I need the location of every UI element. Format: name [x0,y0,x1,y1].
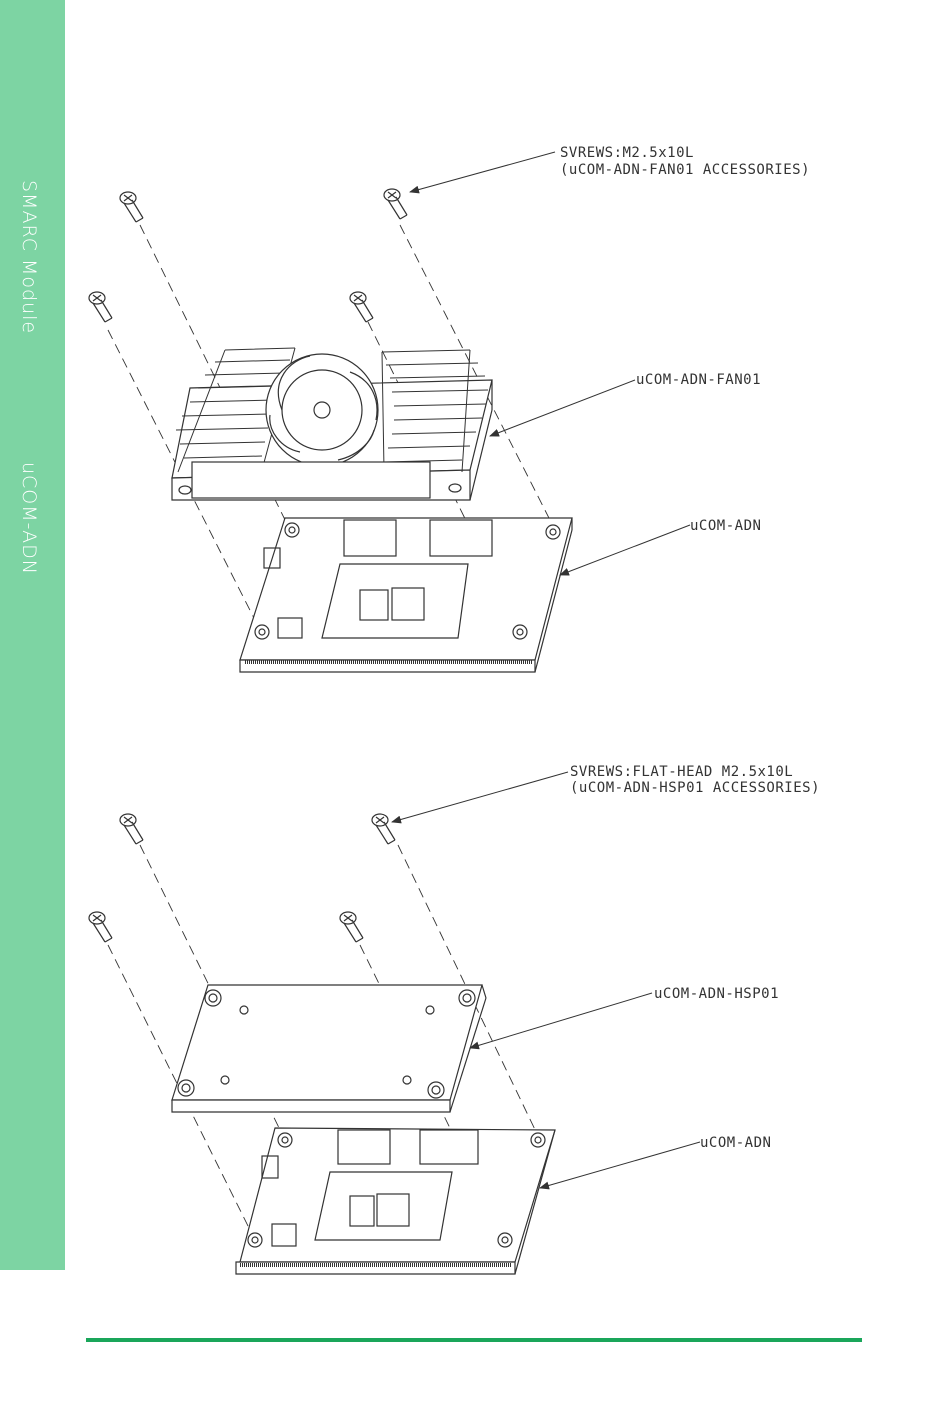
fan-module-label: uCOM-ADN-FAN01 [636,372,761,388]
fan-board-label: uCOM-ADN [690,518,761,534]
heat-spreader-plate [172,985,486,1112]
leader-lines [392,772,700,1188]
screw [120,192,143,222]
heatspreader-assembly-figure [89,772,700,1274]
fan-screws-label-line2: (uCOM-ADN-FAN01 ACCESSORIES) [560,162,810,178]
fan-screws-label-line1: SVREWS:M2.5x10L [560,145,694,161]
heatsink-fan [172,348,492,500]
com-board [236,1128,555,1274]
hsp-module-label: uCOM-ADN-HSP01 [654,986,779,1002]
screw [89,292,112,322]
screw [120,814,143,844]
screw [384,189,407,219]
hsp-screws-label-line2: (uCOM-ADN-HSP01 ACCESSORIES) [570,780,820,796]
com-board [240,518,572,672]
fan-assembly-figure [89,152,690,672]
hsp-screws-label-line1: SVREWS:FLAT-HEAD M2.5x10L [570,764,793,780]
footer-rule [86,1338,862,1342]
hsp-board-label: uCOM-ADN [700,1135,771,1151]
screw [372,814,395,844]
screw [350,292,373,322]
screw [89,912,112,942]
screw [340,912,363,942]
